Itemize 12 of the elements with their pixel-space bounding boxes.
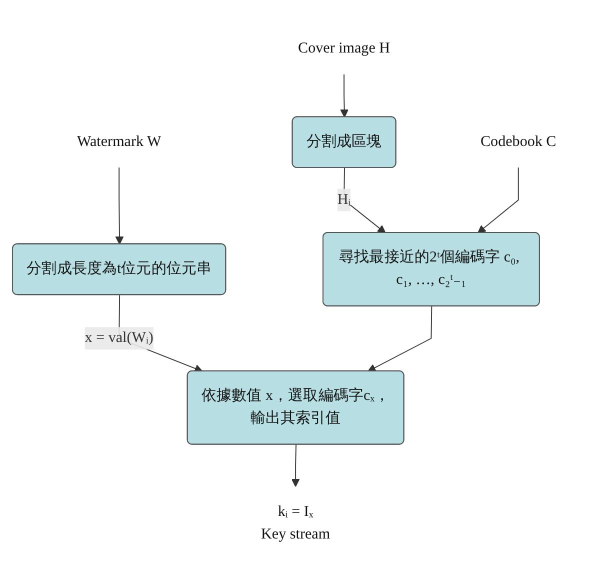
edge-label: x = val(Wᵢ) (84, 330, 154, 346)
node-text: kᵢ = Iₓ Key stream (261, 503, 330, 542)
arrow (344, 167, 386, 234)
node-text: Cover image H (298, 40, 390, 56)
arrow (478, 166, 519, 234)
arrow (291, 444, 300, 487)
arrow (368, 306, 432, 372)
node-text: Codebook C (480, 133, 556, 150)
edge-label: Hᵢ (337, 191, 351, 208)
node-text: Watermark W (76, 133, 162, 150)
arrow (115, 166, 124, 244)
arrow (340, 74, 348, 118)
